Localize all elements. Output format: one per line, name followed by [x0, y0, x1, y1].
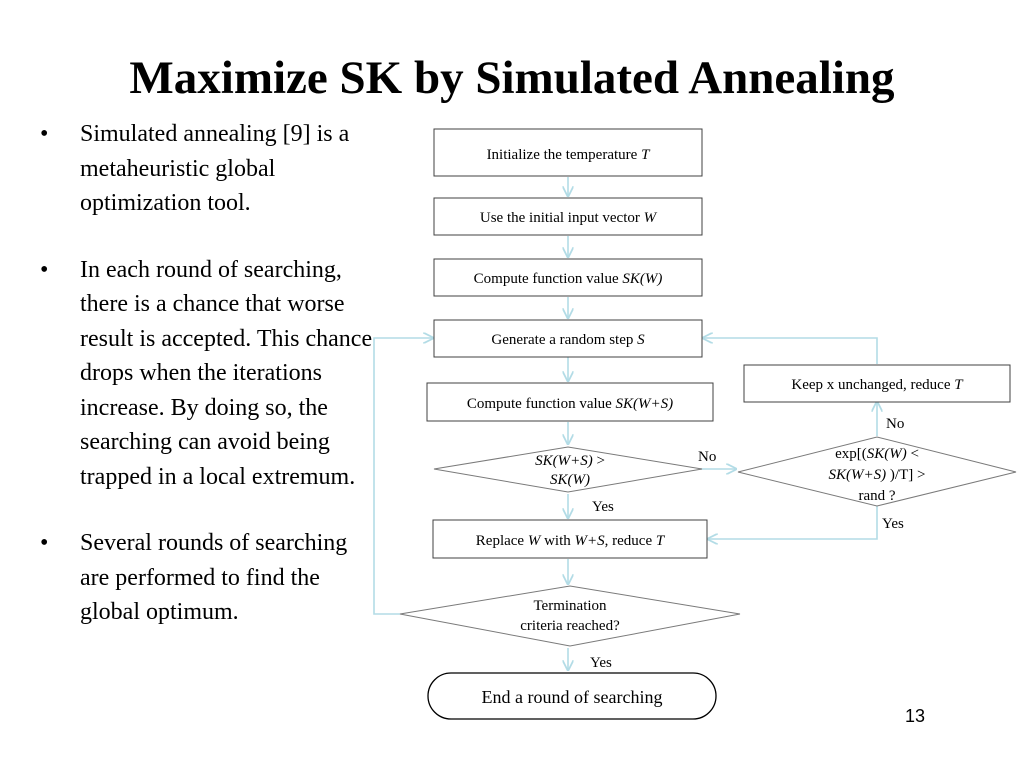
svg-text:Keep x unchanged, reduce T: Keep x unchanged, reduce T [791, 377, 964, 393]
node-replace: Replace W with W+S, reduce T [432, 519, 708, 559]
svg-text:Use the initial input vector W: Use the initial input vector W [480, 210, 658, 226]
svg-text:Compute function value SK(W+S): Compute function value SK(W+S) [467, 396, 673, 412]
slide-title: Maximize SK by Simulated Annealing [129, 52, 895, 104]
decision-termination: Termination criteria reached? [399, 585, 741, 647]
bullet-item: • Simulated annealing [9] is a metaheuri… [40, 117, 375, 221]
svg-text:SK(W+S) >: SK(W+S) > [535, 453, 605, 469]
node-initial-input-vector: Use the initial input vector W [433, 197, 703, 236]
connector-arrow [708, 504, 878, 539]
svg-text:exp[(SK(W) <: exp[(SK(W) < [835, 446, 919, 462]
node-compute-sk-ws: Compute function value SK(W+S) [426, 382, 714, 422]
edge-label-no: No [886, 416, 904, 432]
bullet-dot-icon: • [40, 256, 49, 283]
bullet-text: Several rounds of searching are performe… [80, 530, 348, 625]
bullet-list: • Simulated annealing [9] is a metaheuri… [40, 117, 375, 630]
decision-exp-check: exp[(SK(W) < SK(W+S) )/T] > rand ? [737, 436, 1017, 507]
node-random-step: Generate a random step S [433, 319, 703, 358]
connector-arrow [703, 338, 878, 364]
edge-label-yes: Yes [882, 516, 904, 532]
edge-label-no: No [698, 449, 716, 465]
node-initialize-temperature: Initialize the temperature T [433, 128, 703, 177]
bullet-dot-icon: • [40, 530, 49, 556]
page-number: 13 [905, 706, 926, 726]
svg-text:Termination: Termination [533, 598, 607, 614]
svg-text:criteria reached?: criteria reached? [520, 618, 620, 634]
flow-connectors [373, 177, 878, 670]
bullet-dot-icon: • [40, 121, 49, 147]
svg-text:Compute function value SK(W): Compute function value SK(W) [474, 271, 663, 287]
svg-text:End a round of searching: End a round of searching [482, 687, 663, 707]
node-compute-sk: Compute function value SK(W) [433, 258, 703, 297]
node-keep-unchanged: Keep x unchanged, reduce T [743, 364, 1011, 403]
bullet-item: • In each round of searching, there is a… [40, 253, 375, 495]
edge-label-yes: Yes [592, 499, 614, 515]
svg-text:SK(W): SK(W) [550, 472, 590, 488]
svg-text:SK(W+S) )/T] >: SK(W+S) )/T] > [829, 467, 926, 483]
svg-text:rand ?: rand ? [858, 488, 895, 504]
bullet-text: In each round of searching, there is a c… [80, 256, 373, 490]
decision-compare: SK(W+S) > SK(W) [433, 446, 703, 493]
svg-text:Replace W with W+S, reduce T: Replace W with W+S, reduce T [476, 533, 666, 549]
svg-text:Initialize the temperature T: Initialize the temperature T [487, 147, 652, 163]
bullet-text: Simulated annealing [9] is a metaheurist… [80, 121, 350, 216]
svg-text:Generate a random step S: Generate a random step S [491, 332, 645, 348]
edge-label-yes: Yes [590, 655, 612, 671]
node-end-round: End a round of searching [427, 672, 717, 720]
bullet-item: • Several rounds of searching are perfor… [40, 526, 375, 630]
connector-arrow [373, 338, 433, 615]
